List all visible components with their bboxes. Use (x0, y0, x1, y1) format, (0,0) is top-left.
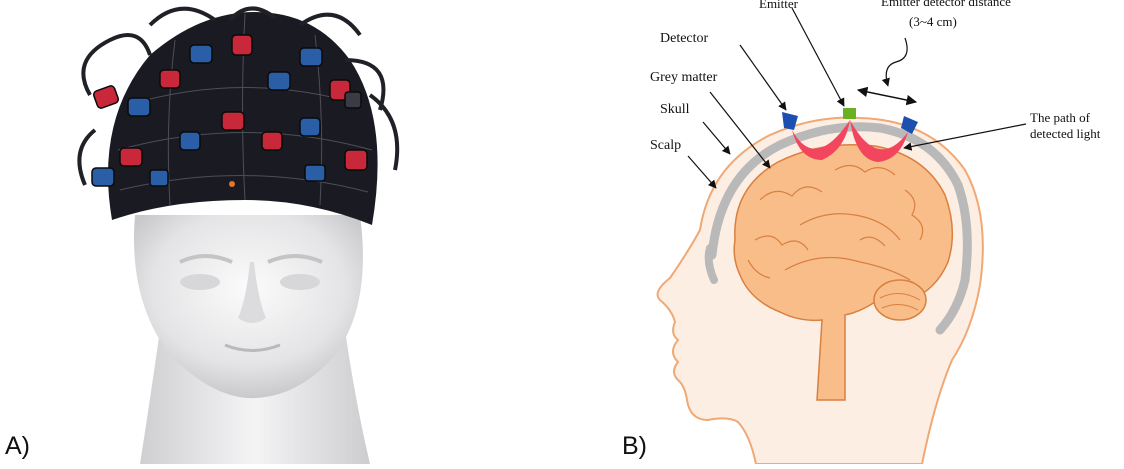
skull-pointer (703, 122, 730, 154)
detector-pointer (740, 45, 786, 110)
label-detector: Detector (660, 31, 709, 46)
cap-photo-illustration (0, 0, 560, 464)
distance-arrow (858, 90, 916, 102)
label-distance-value: (3~4 cm) (909, 14, 957, 29)
nirs-head-diagram: Emitter Emitter detector distance (3~4 c… (560, 0, 1124, 464)
label-distance: Emitter detector distance (881, 0, 1011, 9)
label-light-path-2: detected light (1030, 126, 1101, 141)
panel-a-label: A) (5, 432, 30, 461)
label-grey-matter: Grey matter (650, 70, 718, 85)
label-light-path-1: The path of (1030, 110, 1091, 125)
cerebellum (874, 280, 926, 320)
panel-b-nirs-diagram: Emitter Emitter detector distance (3~4 c… (560, 0, 1124, 464)
scalp-pointer (688, 156, 716, 188)
label-skull: Skull (660, 102, 690, 117)
label-scalp: Scalp (650, 138, 681, 153)
emitter-pointer (792, 8, 844, 106)
panel-b-label: B) (622, 432, 647, 461)
emitter-source (843, 108, 856, 119)
label-emitter: Emitter (759, 0, 799, 11)
panel-a-cap-photo: A) (0, 0, 560, 464)
distance-callout-line (886, 38, 907, 86)
